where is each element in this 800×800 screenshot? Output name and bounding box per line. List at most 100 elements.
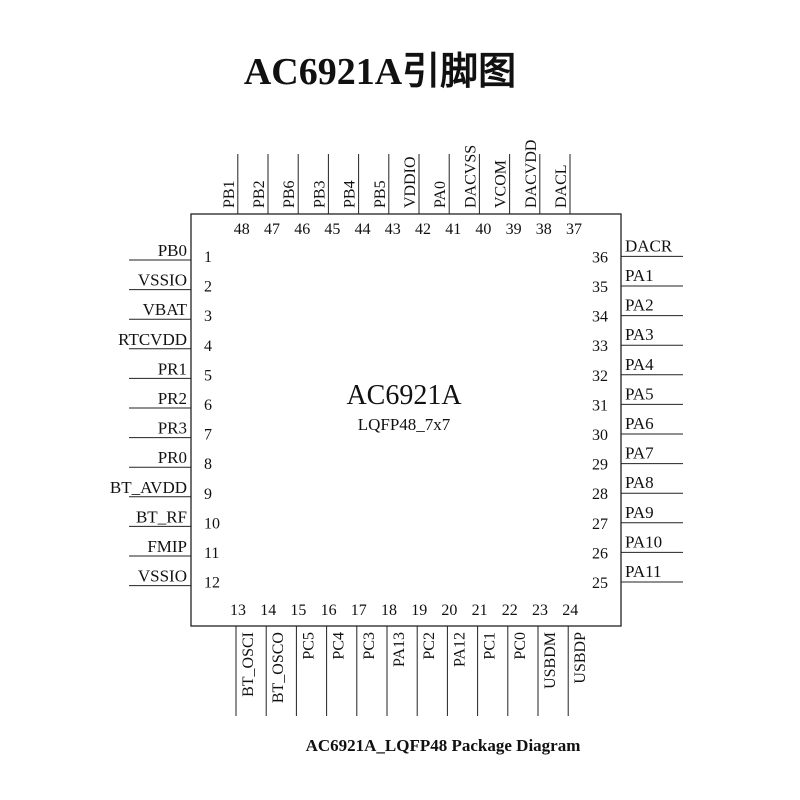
pin-number-29: 29 <box>592 457 608 474</box>
pin-name-36: DACR <box>625 236 673 255</box>
pin-number-41: 41 <box>445 221 461 238</box>
pin-name-46: PB6 <box>281 180 298 208</box>
pin-name-13: BT_OSCI <box>240 632 257 697</box>
pin-number-2: 2 <box>204 279 212 296</box>
pin-number-34: 34 <box>592 309 608 326</box>
pin-number-3: 3 <box>204 308 212 325</box>
pin-number-37: 37 <box>566 221 582 238</box>
chip-package: LQFP48_7x7 <box>358 415 451 434</box>
pin-number-30: 30 <box>592 427 608 444</box>
pin-number-27: 27 <box>592 516 608 533</box>
pin-name-33: PA3 <box>625 325 654 344</box>
pin-number-45: 45 <box>324 221 340 238</box>
pin-name-23: USBDM <box>542 632 559 689</box>
pin-name-32: PA4 <box>625 355 654 374</box>
pin-name-2: VSSIO <box>138 271 187 290</box>
chip-name: AC6921A <box>346 380 462 411</box>
pin-number-13: 13 <box>230 602 246 619</box>
pin-name-27: PA9 <box>625 503 654 522</box>
pin-number-12: 12 <box>204 575 220 592</box>
pin-number-14: 14 <box>260 602 276 619</box>
pin-number-32: 32 <box>592 368 608 385</box>
pin-name-30: PA6 <box>625 414 654 433</box>
pin-name-8: PR0 <box>158 448 187 467</box>
pin-name-35: PA1 <box>625 266 654 285</box>
pin-name-20: PA12 <box>451 632 468 667</box>
pin-number-15: 15 <box>290 602 306 619</box>
pin-name-42: VDDIO <box>402 156 419 208</box>
pin-number-40: 40 <box>475 221 491 238</box>
pin-number-22: 22 <box>502 602 518 619</box>
pin-name-26: PA10 <box>625 532 662 551</box>
pin-number-33: 33 <box>592 338 608 355</box>
pin-name-11: FMIP <box>147 537 187 556</box>
pin-number-26: 26 <box>592 545 608 562</box>
pin-number-19: 19 <box>411 602 427 619</box>
pin-name-34: PA2 <box>625 296 654 315</box>
pin-name-6: PR2 <box>158 389 187 408</box>
pin-number-18: 18 <box>381 602 397 619</box>
pin-number-43: 43 <box>385 221 401 238</box>
pin-name-38: DACVDD <box>523 140 540 208</box>
pin-number-36: 36 <box>592 249 608 266</box>
pin-name-1: PB0 <box>158 241 187 260</box>
pin-name-18: PA13 <box>391 632 408 667</box>
pin-number-39: 39 <box>506 221 522 238</box>
pin-number-47: 47 <box>264 221 280 238</box>
pin-name-43: PB5 <box>372 180 389 208</box>
pin-name-45: PB3 <box>311 180 328 208</box>
pin-number-6: 6 <box>204 397 212 414</box>
pin-name-39: VCOM <box>493 160 510 208</box>
pin-name-29: PA7 <box>625 444 654 463</box>
pin-name-21: PC1 <box>482 632 499 660</box>
pin-number-31: 31 <box>592 397 608 414</box>
diagram-caption: AC6921A_LQFP48 Package Diagram <box>306 736 581 755</box>
pin-number-21: 21 <box>472 602 488 619</box>
pin-number-28: 28 <box>592 486 608 503</box>
pin-number-10: 10 <box>204 515 220 532</box>
pin-name-14: BT_OSCO <box>270 632 287 703</box>
pin-number-35: 35 <box>592 279 608 296</box>
pin-number-42: 42 <box>415 221 431 238</box>
pin-name-5: PR1 <box>158 359 187 378</box>
pin-number-1: 1 <box>204 249 212 266</box>
pin-number-17: 17 <box>351 602 367 619</box>
pin-number-7: 7 <box>204 427 212 444</box>
pin-number-8: 8 <box>204 456 212 473</box>
pin-name-17: PC3 <box>361 632 378 660</box>
pin-number-20: 20 <box>441 602 457 619</box>
pin-number-9: 9 <box>204 486 212 503</box>
pin-name-16: PC4 <box>331 632 348 660</box>
pin-number-46: 46 <box>294 221 310 238</box>
pin-number-48: 48 <box>234 221 250 238</box>
pin-name-3: VBAT <box>143 300 188 319</box>
pin-name-40: DACVSS <box>462 145 479 208</box>
pin-name-10: BT_RF <box>136 507 187 526</box>
pin-name-37: DACL <box>553 164 570 208</box>
pin-number-23: 23 <box>532 602 548 619</box>
pin-name-31: PA5 <box>625 384 654 403</box>
pin-name-15: PC5 <box>300 632 317 660</box>
pin-number-38: 38 <box>536 221 552 238</box>
pin-number-4: 4 <box>204 338 212 355</box>
pin-number-16: 16 <box>321 602 337 619</box>
pin-name-48: PB1 <box>221 180 238 208</box>
pin-name-41: PA0 <box>432 181 449 208</box>
chip-body <box>190 213 622 627</box>
pin-name-24: USBDP <box>572 632 589 684</box>
pin-number-44: 44 <box>355 221 371 238</box>
pin-name-28: PA8 <box>625 473 654 492</box>
pin-name-22: PC0 <box>512 632 529 660</box>
pin-number-11: 11 <box>204 545 219 562</box>
pin-name-12: VSSIO <box>138 567 187 586</box>
pin-name-44: PB4 <box>342 180 359 208</box>
pin-name-19: PC2 <box>421 632 438 660</box>
pin-number-24: 24 <box>562 602 578 619</box>
pin-name-25: PA11 <box>625 562 662 581</box>
pin-name-4: RTCVDD <box>118 330 187 349</box>
pin-name-47: PB2 <box>251 180 268 208</box>
pin-number-5: 5 <box>204 367 212 384</box>
pin-name-9: BT_AVDD <box>110 478 187 497</box>
